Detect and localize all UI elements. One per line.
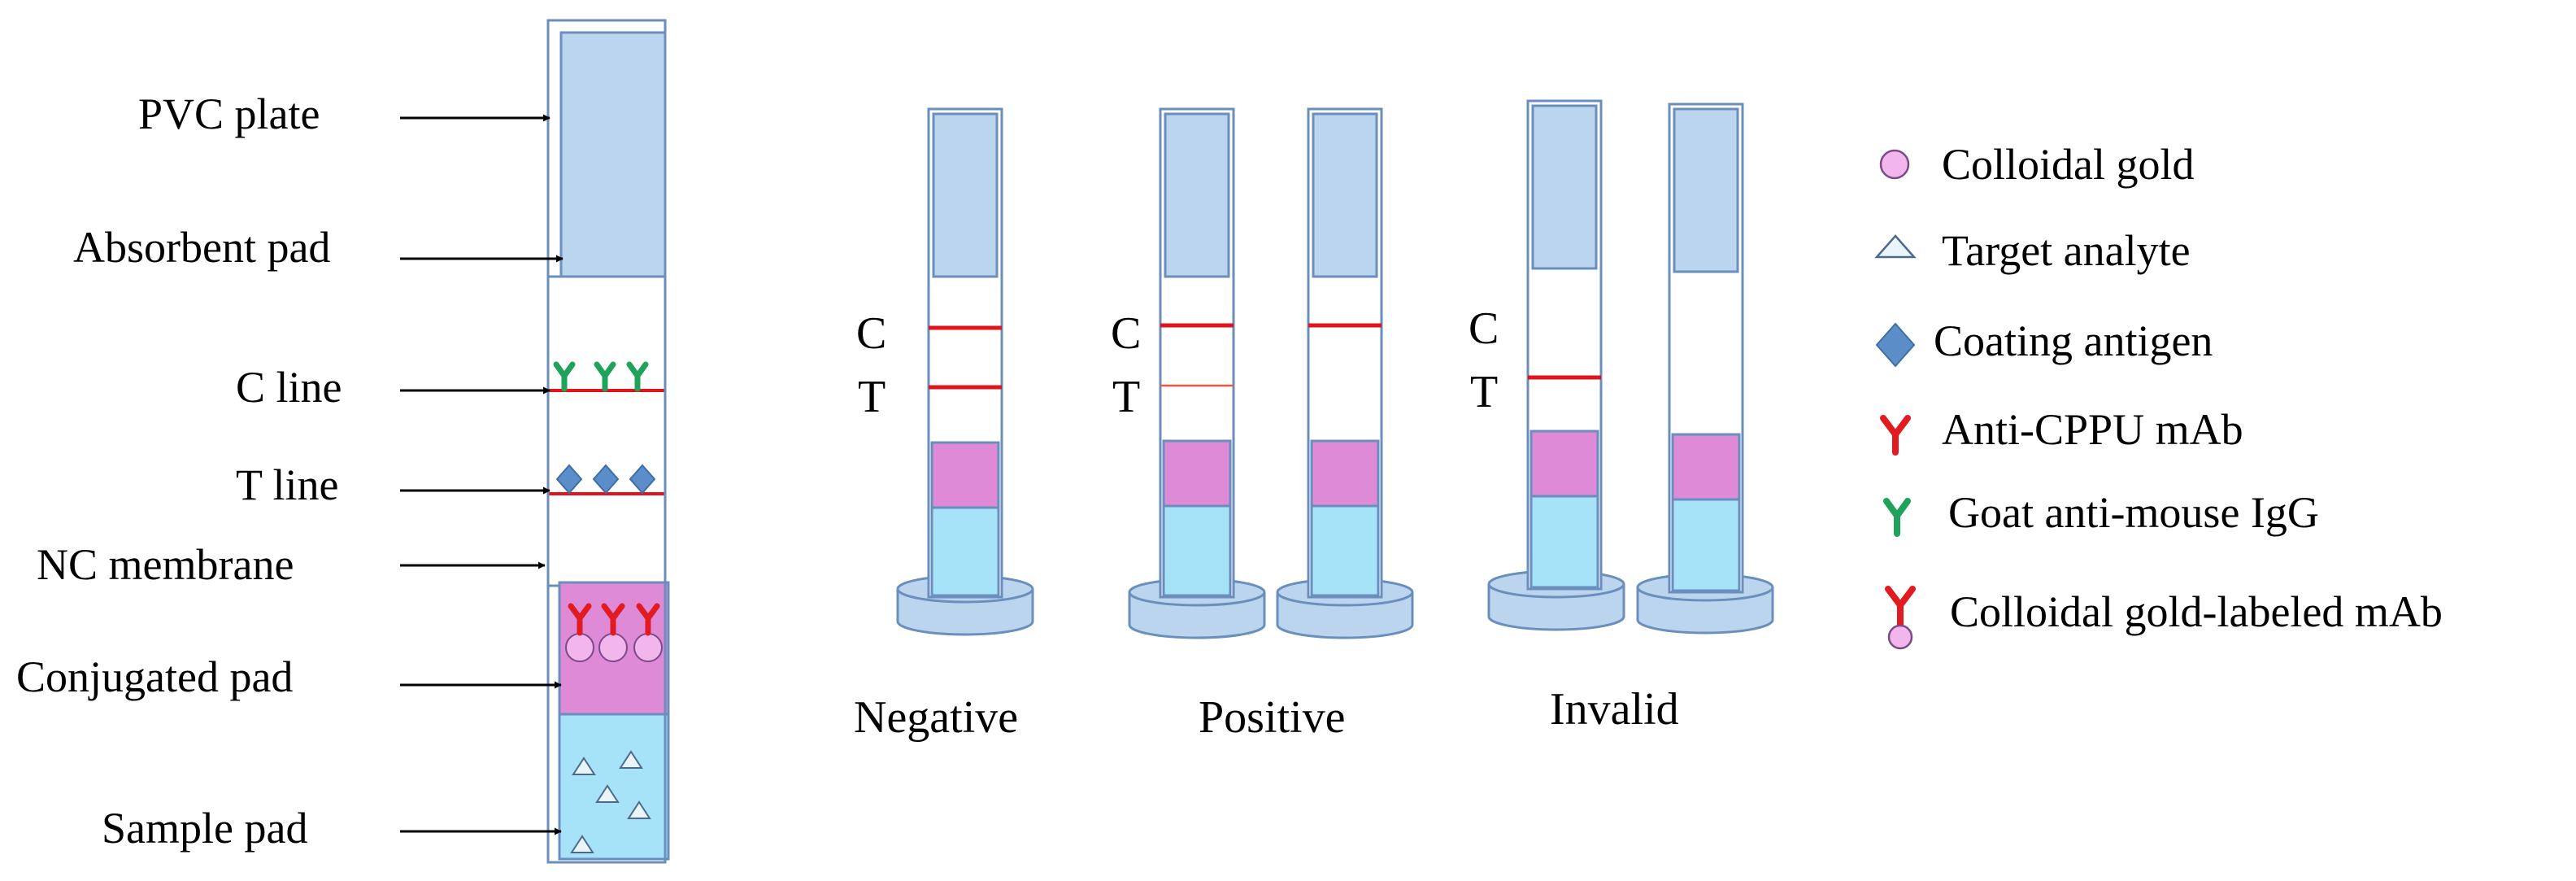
target-analyte-icon bbox=[1874, 234, 1917, 259]
negative-c-label: C bbox=[856, 308, 886, 359]
colloidal-gold-labeled-mab-icon bbox=[1885, 586, 1916, 650]
negative-t-label: T bbox=[858, 372, 886, 422]
coating-antigen-icon bbox=[555, 464, 656, 495]
legend-labels: Colloidal gold Target analyte Coating an… bbox=[1934, 140, 2443, 636]
label-pvc-plate: PVC plate bbox=[138, 89, 320, 138]
label-nc-membrane: NC membrane bbox=[37, 540, 294, 589]
invalid-t-label: T bbox=[1470, 367, 1498, 417]
positive-c-label: C bbox=[1111, 308, 1141, 359]
nc-membrane bbox=[546, 275, 667, 587]
pvc-plate-outline bbox=[546, 19, 667, 864]
target-analyte-icon bbox=[570, 750, 651, 853]
legend bbox=[1874, 149, 1917, 650]
result-strips bbox=[896, 99, 1774, 639]
caption-negative: Negative bbox=[854, 692, 1018, 743]
strip-positive-2 bbox=[1276, 107, 1414, 639]
sample-pad bbox=[558, 713, 670, 861]
positive-t-label: T bbox=[1112, 372, 1140, 422]
legend-label-coating-antigen: Coating antigen bbox=[1934, 316, 2213, 365]
label-t-line: T line bbox=[236, 460, 338, 509]
legend-label-colloidal-gold-labeled-mab: Colloidal gold-labeled mAb bbox=[1950, 587, 2443, 636]
legend-label-goat-anti-mouse-igg: Goat anti-mouse IgG bbox=[1948, 488, 2319, 537]
colloidal-gold-icon bbox=[1879, 149, 1910, 180]
legend-label-target-analyte: Target analyte bbox=[1942, 226, 2191, 275]
anti-cppu-mab-icon bbox=[1880, 415, 1911, 456]
strip-negative bbox=[896, 107, 1034, 636]
strip-invalid-1 bbox=[1487, 99, 1625, 631]
coating-antigen-icon bbox=[1875, 322, 1916, 368]
pointer-arrows bbox=[400, 114, 564, 835]
legend-label-colloidal-gold: Colloidal gold bbox=[1942, 140, 2195, 189]
label-absorbent-pad: Absorbent pad bbox=[73, 223, 330, 272]
invalid-c-label: C bbox=[1469, 303, 1499, 354]
strip-invalid-2 bbox=[1636, 102, 1774, 635]
label-c-line: C line bbox=[236, 363, 342, 412]
legend-label-anti-cppu-mab: Anti-CPPU mAb bbox=[1942, 405, 2243, 454]
absorbent-pad bbox=[559, 31, 667, 315]
label-conjugated-pad: Conjugated pad bbox=[16, 652, 293, 701]
caption-invalid: Invalid bbox=[1550, 684, 1679, 735]
goat-anti-mouse-igg-icon bbox=[1883, 498, 1911, 537]
strip-structure bbox=[546, 19, 670, 864]
structure-labels: PVC plate Absorbent pad C line T line NC… bbox=[16, 89, 342, 853]
line-labels: C T C T C T bbox=[856, 303, 1499, 422]
caption-positive: Positive bbox=[1199, 692, 1345, 743]
label-sample-pad: Sample pad bbox=[102, 804, 307, 853]
goat-anti-mouse-igg-icon bbox=[553, 361, 649, 392]
colloidal-gold-labeled-mab-icon bbox=[565, 603, 663, 662]
result-captions: Negative Positive Invalid bbox=[854, 684, 1679, 743]
strip-positive-1 bbox=[1128, 107, 1266, 639]
